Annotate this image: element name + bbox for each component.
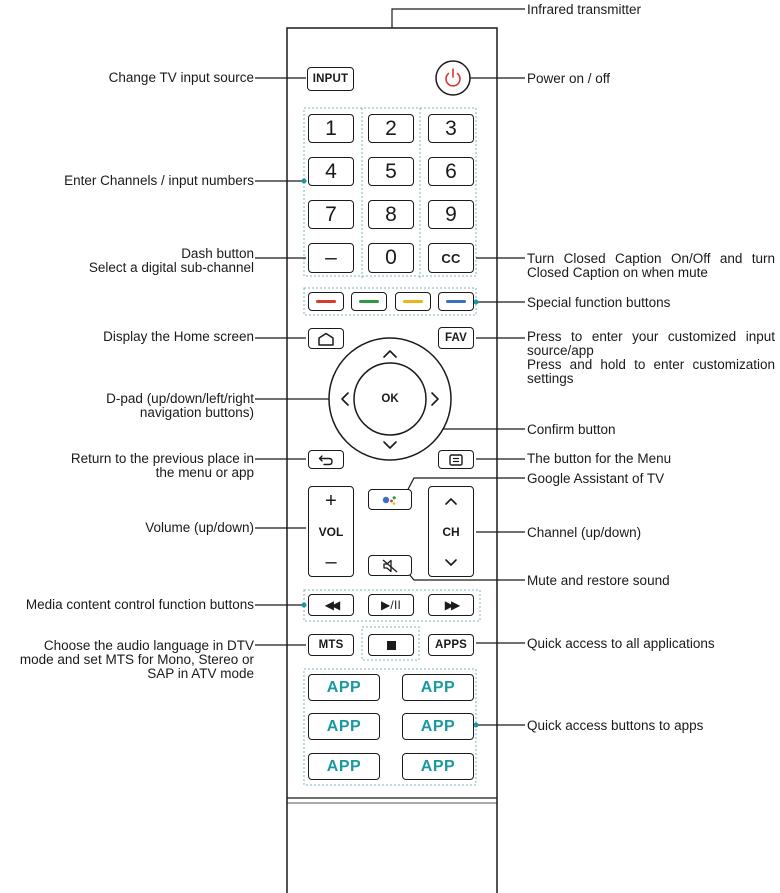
channel-rocker[interactable]: CH: [428, 486, 474, 577]
app-button-1[interactable]: APP: [308, 674, 380, 701]
dpad-left-icon: [341, 392, 349, 406]
number-2-button[interactable]: 2: [368, 114, 414, 143]
volume-label: VOL: [318, 525, 344, 539]
blue-bar-icon: [446, 300, 466, 303]
callout-menu: The button for the Menu: [527, 451, 672, 466]
stop-icon: [386, 640, 396, 650]
rewind-icon: ◀◀: [324, 598, 341, 612]
app-button-4[interactable]: APP: [402, 713, 474, 740]
apps-button[interactable]: APPS: [428, 634, 474, 656]
app-button-3[interactable]: APP: [308, 713, 380, 740]
callout-dash: Dash button Select a digital sub-channel: [88, 246, 254, 275]
mute-icon: [382, 559, 398, 572]
callout-channel: Channel (up/down): [527, 525, 642, 540]
menu-button[interactable]: [438, 450, 474, 469]
fav-button[interactable]: FAV: [438, 327, 474, 349]
google-assistant-icon: [382, 495, 396, 505]
stop-group: [361, 626, 420, 661]
callout-app-buttons: Quick access buttons to apps: [527, 718, 704, 733]
mute-button[interactable]: [368, 555, 412, 576]
callout-audio: Choose the audio language in DTV mode an…: [19, 638, 254, 681]
dpad-up-icon: [383, 350, 397, 358]
callout-media: Media content control function buttons: [25, 597, 254, 612]
dash-button[interactable]: –: [308, 243, 354, 273]
return-button[interactable]: [308, 450, 344, 469]
app-button-2[interactable]: APP: [402, 674, 474, 701]
green-bar-icon: [359, 300, 379, 303]
channel-down-icon[interactable]: [429, 555, 473, 573]
green-button[interactable]: [351, 292, 387, 311]
input-button[interactable]: INPUT: [307, 67, 354, 91]
power-icon: [445, 68, 461, 87]
callout-volume: Volume (up/down): [145, 520, 254, 535]
dpad-right-icon: [431, 392, 439, 406]
google-assistant-button[interactable]: [368, 489, 412, 510]
numbers-group: [303, 107, 477, 277]
volume-up-icon[interactable]: +: [325, 490, 337, 512]
home-icon: [318, 332, 334, 346]
cc-button[interactable]: CC: [428, 243, 474, 273]
callout-return: Return to the previous place in the menu…: [70, 451, 254, 480]
channel-label: CH: [442, 525, 460, 539]
home-button[interactable]: [308, 328, 344, 349]
number-7-button[interactable]: 7: [308, 200, 354, 229]
power-button: [435, 60, 471, 96]
ok-ring: [353, 362, 427, 436]
volume-down-icon[interactable]: –: [325, 551, 337, 573]
dpad-down-icon: [383, 441, 397, 449]
red-button[interactable]: [308, 292, 344, 311]
callout-confirm: Confirm button: [527, 422, 616, 437]
number-5-button[interactable]: 5: [368, 157, 414, 186]
callout-home: Display the Home screen: [103, 329, 254, 344]
stop-button[interactable]: [368, 634, 414, 656]
number-4-button[interactable]: 4: [308, 157, 354, 186]
number-8-button[interactable]: 8: [368, 200, 414, 229]
number-3-button[interactable]: 3: [428, 114, 474, 143]
red-bar-icon: [316, 300, 336, 303]
return-icon: [318, 454, 333, 465]
callout-numbers: Enter Channels / input numbers: [64, 173, 254, 188]
fast-forward-icon: ▶▶: [444, 598, 461, 612]
number-9-button[interactable]: 9: [428, 200, 474, 229]
blue-button[interactable]: [438, 292, 474, 311]
dpad-arrows: [341, 350, 439, 449]
menu-icon: [449, 453, 463, 466]
number-1-button[interactable]: 1: [308, 114, 354, 143]
app-button-5[interactable]: APP: [308, 753, 380, 780]
volume-rocker[interactable]: + VOL –: [308, 486, 354, 577]
callout-dpad: D-pad (up/down/left/right navigation but…: [106, 391, 254, 420]
play-pause-button[interactable]: ▶/II: [368, 594, 414, 616]
leader-infrared: [391, 8, 525, 28]
callout-special: Special function buttons: [527, 295, 671, 310]
callout-power: Power on / off: [527, 71, 611, 86]
ok-button[interactable]: OK: [381, 393, 399, 405]
number-6-button[interactable]: 6: [428, 157, 474, 186]
callout-mute: Mute and restore sound: [527, 573, 670, 588]
yellow-bar-icon: [403, 300, 423, 303]
number-0-button[interactable]: 0: [368, 243, 414, 273]
fast-forward-button[interactable]: ▶▶: [428, 594, 474, 616]
callout-fav: Press to enter your customized input sou…: [527, 329, 775, 386]
yellow-button[interactable]: [395, 292, 431, 311]
callout-apps: Quick access to all applications: [527, 636, 715, 651]
app-button-6[interactable]: APP: [402, 753, 474, 780]
callout-cc: Turn Closed Caption On/Off and turn Clos…: [527, 251, 775, 280]
channel-up-icon[interactable]: [429, 493, 473, 511]
rewind-button[interactable]: ◀◀: [308, 594, 354, 616]
callout-input-source: Change TV input source: [108, 70, 254, 85]
callout-google: Google Assistant of TV: [527, 471, 665, 486]
callout-infrared: Infrared transmitter: [527, 2, 642, 17]
mts-button[interactable]: MTS: [308, 634, 354, 656]
media-group: [303, 589, 481, 622]
